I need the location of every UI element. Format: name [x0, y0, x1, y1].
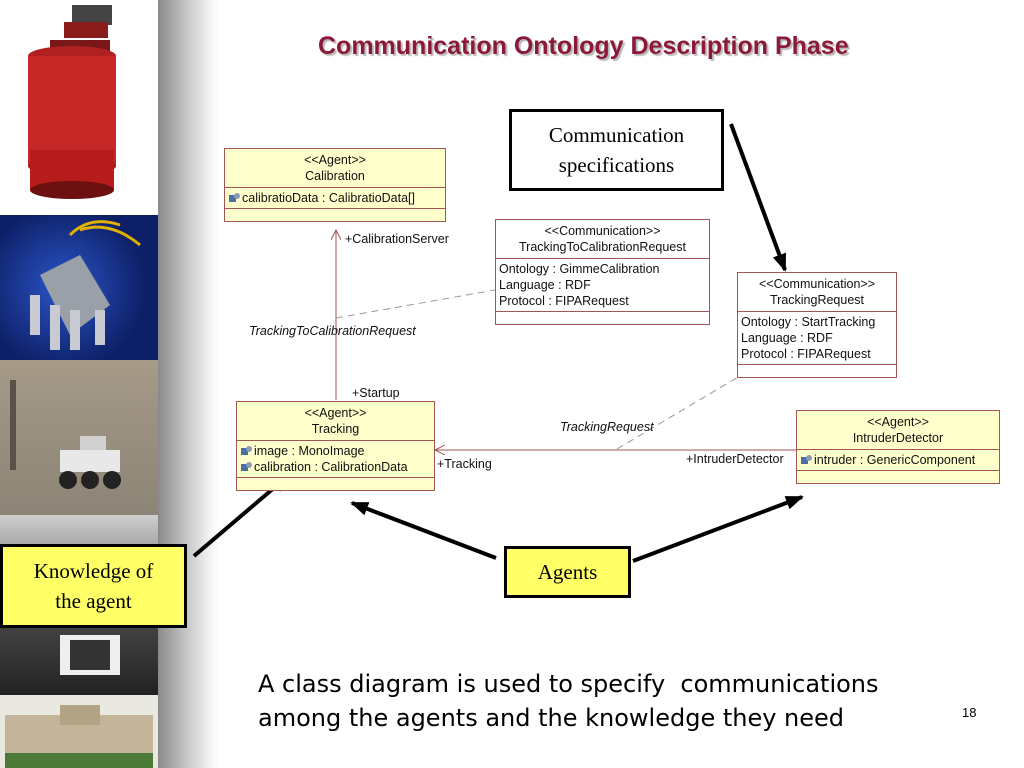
intruder-detector-agent-class: <<Agent>> IntruderDetector intruder : Ge…: [796, 410, 1000, 484]
association-label-tracking-request: TrackingRequest: [560, 420, 654, 434]
operations-compartment: [797, 471, 999, 483]
tracking-to-calibration-request-class: <<Communication>> TrackingToCalibrationR…: [495, 219, 710, 325]
attribute-row: calibration : CalibrationData: [240, 459, 432, 475]
attribute-row: Language : RDF: [741, 331, 833, 345]
class-name: TrackingRequest: [769, 293, 865, 307]
calibration-agent-class: <<Agent>> Calibration calibratioData : C…: [224, 148, 446, 222]
attribute-list: image : MonoImage calibration : Calibrat…: [237, 441, 434, 478]
class-name: Calibration: [305, 169, 365, 183]
tracking-request-class: <<Communication>> TrackingRequest Ontolo…: [737, 272, 897, 378]
attribute-row: Ontology : GimmeCalibration: [499, 262, 660, 276]
class-name: IntruderDetector: [852, 431, 944, 445]
class-name: TrackingToCalibrationRequest: [519, 240, 686, 254]
caption-line-1: A class diagram is used to specify commu…: [258, 670, 879, 698]
class-header: <<Communication>> TrackingToCalibrationR…: [496, 220, 709, 259]
attribute-list: Ontology : StartTracking Language : RDF …: [738, 312, 896, 365]
building-photo: [0, 695, 158, 768]
class-header: <<Agent>> IntruderDetector: [797, 411, 999, 450]
attribute-list: intruder : GenericComponent: [797, 450, 999, 471]
stereotype: <<Agent>>: [304, 406, 367, 420]
attribute-icon: [801, 455, 812, 464]
class-name: Tracking: [311, 422, 360, 436]
agents-callout: Agents: [504, 546, 631, 598]
robot-photo: [0, 0, 158, 215]
arrow-agents-tracking: [350, 501, 497, 560]
attribute-row: Protocol : FIPARequest: [741, 347, 871, 361]
photo-strip: [0, 0, 158, 768]
stereotype: <<Agent>>: [304, 153, 366, 167]
operations-compartment: [738, 365, 896, 377]
knowledge-of-agent-callout: Knowledge of the agent: [0, 544, 187, 628]
operations-compartment: [225, 209, 445, 221]
operations-compartment: [237, 478, 434, 490]
class-header: <<Agent>> Calibration: [225, 149, 445, 188]
class-header: <<Agent>> Tracking: [237, 402, 434, 441]
strip-shadow: [158, 0, 218, 768]
rover-photo: [0, 360, 158, 515]
caption-line-2: among the agents and the knowledge they …: [258, 704, 845, 732]
dashed-link-tracking-request: [616, 376, 739, 450]
stereotype: <<Communication>>: [544, 224, 661, 238]
stereotype: <<Agent>>: [867, 415, 929, 429]
attribute-list: calibratioData : CalibratioData[]: [225, 188, 445, 209]
attribute-icon: [241, 462, 252, 471]
role-calibration-server: +CalibrationServer: [345, 232, 449, 246]
operations-compartment: [496, 312, 709, 324]
robotic-hand-photo: [0, 215, 158, 360]
attribute-row: Protocol : FIPARequest: [499, 294, 629, 308]
attribute-row: image : MonoImage: [240, 443, 432, 459]
attribute-row: Ontology : StartTracking: [741, 315, 876, 329]
role-tracking: +Tracking: [437, 457, 492, 471]
association-label-tracking-to-calibration: TrackingToCalibrationRequest: [249, 324, 416, 338]
stereotype: <<Communication>>: [758, 277, 876, 291]
class-header: <<Communication>> TrackingRequest: [738, 273, 896, 312]
page-number: 18: [962, 705, 977, 720]
attribute-row: calibratioData : CalibratioData[]: [228, 190, 443, 206]
attribute-icon: [241, 446, 252, 455]
role-startup: +Startup: [352, 386, 400, 400]
attribute-row: intruder : GenericComponent: [800, 452, 997, 468]
slide-title: Communication Ontology Description Phase: [318, 32, 849, 60]
slide-caption: A class diagram is used to specify commu…: [258, 667, 958, 735]
tracking-agent-class: <<Agent>> Tracking image : MonoImage cal…: [236, 401, 435, 491]
dashed-link-tracking-to-calibration: [335, 289, 496, 319]
communication-specifications-callout: Communication specifications: [509, 109, 724, 191]
role-intruder-detector: +IntruderDetector: [686, 452, 784, 466]
attribute-row: Language : RDF: [499, 278, 591, 292]
attribute-list: Ontology : GimmeCalibration Language : R…: [496, 259, 709, 312]
attribute-icon: [229, 193, 240, 202]
arrow-communication-specs: [729, 123, 787, 272]
arrow-agents-intruder: [632, 495, 804, 563]
